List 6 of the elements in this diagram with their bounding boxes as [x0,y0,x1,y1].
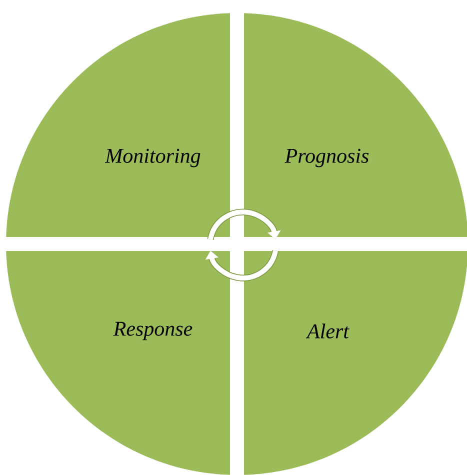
quadrant-sector: Monitoring [6,13,230,237]
quadrant-sector: Prognosis [244,13,467,237]
quadrant-sector: Response [6,251,230,475]
cycle-arrow [208,210,281,240]
cycle-arrow [205,250,278,280]
quadrant-sector: Alert [244,251,467,475]
